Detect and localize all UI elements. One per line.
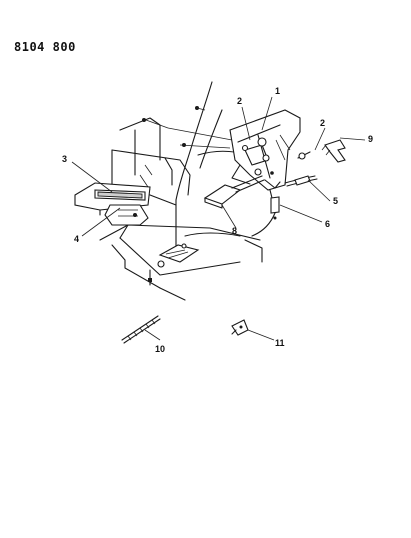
callout-3: 3 (62, 154, 67, 164)
brake-lever-assembly (142, 106, 301, 191)
brake-pedal (203, 175, 265, 209)
release-handle (321, 139, 346, 163)
callout-5: 5 (333, 196, 338, 206)
callout-9: 9 (368, 134, 373, 144)
clip-part (231, 319, 249, 336)
callout-labels: 1 2 2 3 4 5 6 8 9 10 11 (62, 86, 373, 354)
callout-11: 11 (275, 338, 285, 348)
switch-bezel (74, 182, 151, 226)
screw-right (297, 151, 311, 160)
diagram-code: 8104 800 (14, 40, 76, 54)
callout-6: 6 (325, 219, 330, 229)
brake-cable (251, 189, 280, 237)
rod-part (121, 315, 161, 344)
callout-1: 1 (275, 86, 280, 96)
callout-10: 10 (155, 344, 165, 354)
callout-2-right: 2 (320, 118, 325, 128)
release-cable (284, 175, 318, 187)
callout-2-left: 2 (237, 96, 242, 106)
callout-8: 8 (232, 226, 237, 236)
callout-4: 4 (74, 234, 79, 244)
leader-lines (71, 96, 366, 341)
